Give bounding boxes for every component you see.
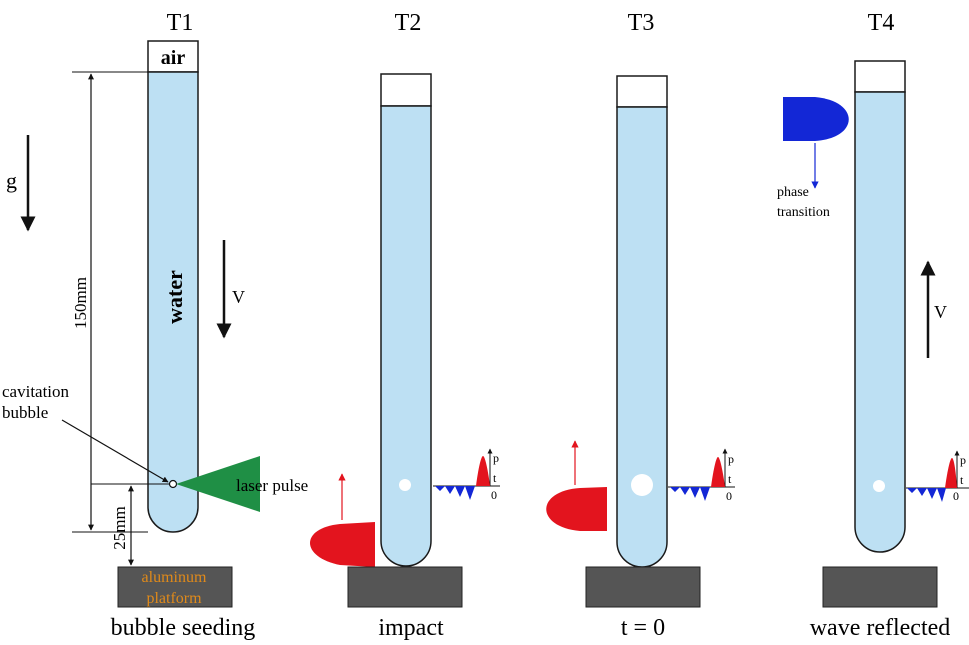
cavitation-label-line1: cavitation [2, 382, 70, 401]
phase-transition-line1: phase [777, 185, 809, 200]
test-tube-t3 [616, 106, 668, 568]
cavitation-pointer-arrow [61, 419, 169, 483]
pressure-trace-t4: p t 0 [906, 450, 969, 503]
cavitation-bubble-t1 [168, 479, 178, 489]
cavitation-label-line2: bubble [2, 403, 48, 422]
test-tube-t1 [147, 71, 199, 533]
gravity-label: g [6, 168, 17, 193]
compression-peak-t3 [711, 457, 725, 487]
phase-transition-line2: transition [777, 205, 830, 220]
caption-t4: wave reflected [810, 615, 951, 641]
caption-t2: impact [378, 615, 444, 641]
gap-dimension-label: 25mm [110, 506, 129, 549]
panel-title-t3: T3 [628, 10, 655, 36]
platform-t4 [822, 566, 938, 608]
cavitation-bubble-t3 [631, 474, 653, 496]
height-dimension-label: 150mm [71, 277, 90, 329]
panel-title-t4: T4 [868, 10, 895, 36]
caption-t3: t = 0 [621, 615, 665, 641]
platform-label-line1: aluminum [142, 569, 207, 586]
aluminum-platform [117, 566, 233, 608]
platform-t2 [347, 566, 463, 608]
rising-pressure-wave [546, 487, 607, 531]
impact-pressure-wave [310, 522, 375, 567]
cavitation-bubble-t4 [873, 480, 885, 492]
panel-t2: p t 0 impact [310, 73, 500, 641]
panel-title-t1: T1 [167, 10, 194, 36]
laser-pulse-label: laser pulse [236, 476, 308, 495]
tension-trace-t2 [435, 486, 475, 500]
trace-t-label-t3: t [728, 472, 732, 486]
trace-t-label-t4: t [960, 473, 964, 487]
tension-trace-t3 [670, 487, 710, 501]
cavitation-bubble-t2 [399, 479, 411, 491]
test-tube-t2 [380, 105, 432, 567]
panel-title-t2: T2 [395, 10, 422, 36]
pressure-trace-t2: p t 0 [433, 448, 500, 502]
pressure-trace-t3: p t 0 [668, 448, 735, 503]
laser-pulse-cone [176, 456, 260, 512]
platform-t3 [585, 566, 701, 608]
panel-t3: p t 0 t = 0 [546, 75, 735, 641]
trace-p-label-t2: p [493, 451, 499, 465]
water-label: water [162, 270, 187, 324]
compression-peak-t4 [945, 458, 957, 488]
velocity-label-t4: V [934, 302, 947, 322]
compression-peak-t2 [476, 456, 490, 486]
air-label: air [161, 47, 186, 69]
trace-origin-label-t3: 0 [726, 489, 732, 503]
reflected-tension-wave [783, 97, 849, 141]
trace-t-label-t2: t [493, 471, 497, 485]
air-gap-t4 [854, 60, 906, 93]
tension-trace-t4 [907, 488, 946, 502]
caption-t1: bubble seeding [111, 615, 256, 641]
trace-origin-label-t2: 0 [491, 488, 497, 502]
trace-p-label-t3: p [728, 452, 734, 466]
trace-p-label-t4: p [960, 453, 966, 467]
platform-label-line2: platform [146, 590, 202, 607]
trace-origin-label-t4: 0 [953, 489, 959, 503]
test-tube-t4 [854, 91, 906, 553]
air-gap-t3 [616, 75, 668, 108]
velocity-label-t1: V [232, 287, 245, 307]
panel-t4: phase transition V p t 0 wave reflected [777, 60, 969, 641]
panel-t1: air water g V 150mm 25mm cavitation bubb… [2, 40, 308, 641]
air-gap-t2 [380, 73, 432, 107]
